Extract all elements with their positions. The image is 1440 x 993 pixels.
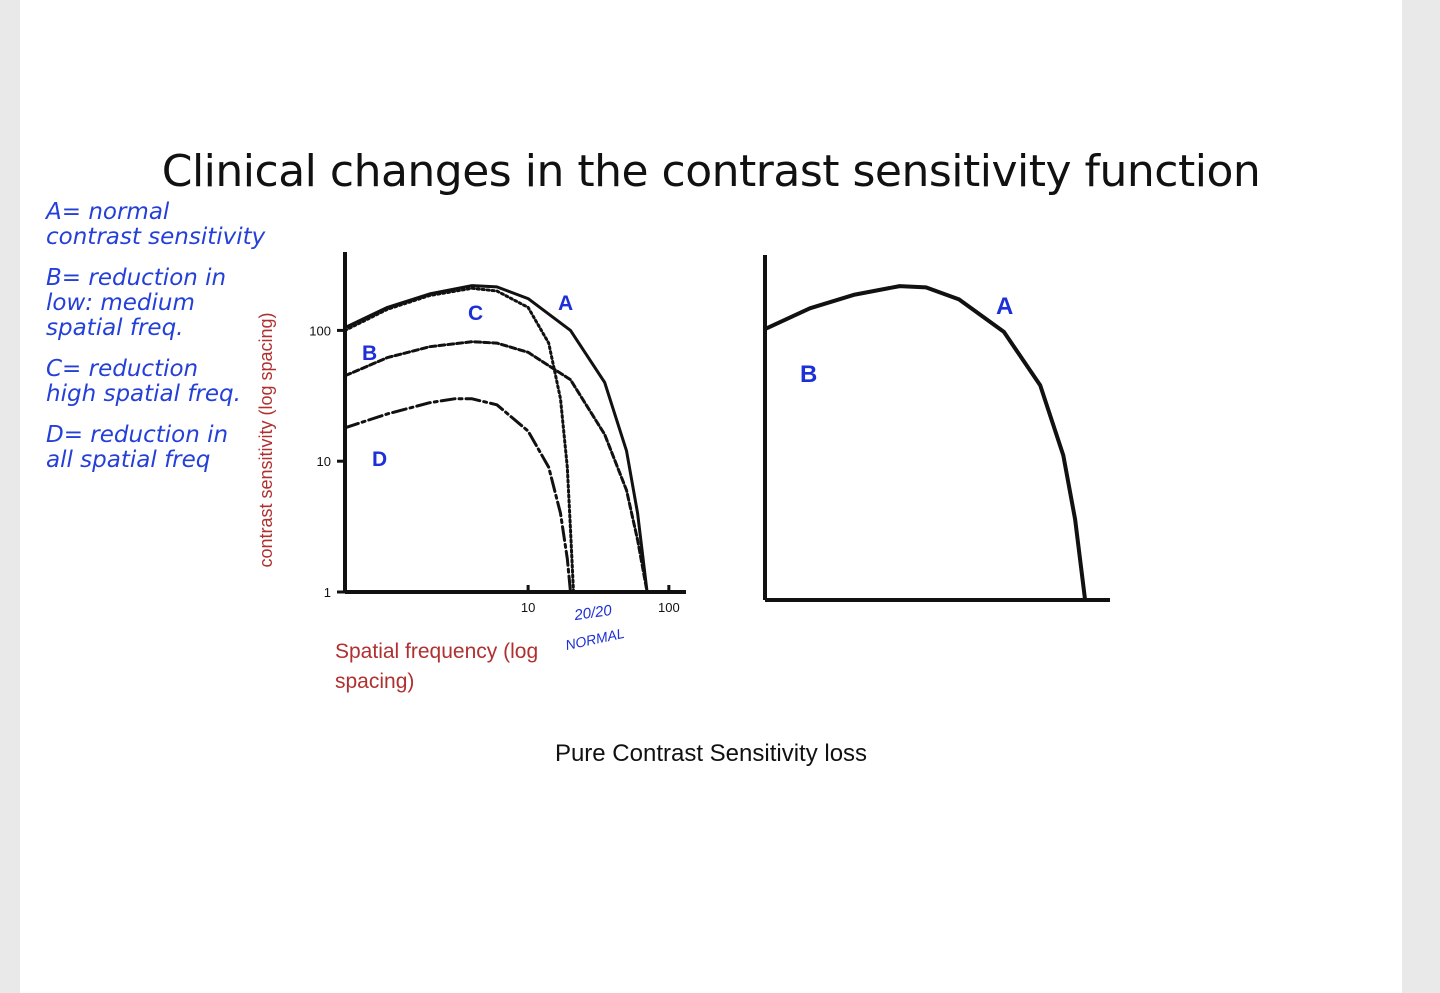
x-tick-label: 10 xyxy=(521,600,535,615)
x-axis-label: Spatial frequency (log xyxy=(335,640,538,663)
series-label-a: A xyxy=(996,293,1013,320)
y-tick-label: 10 xyxy=(317,454,331,469)
annotation-line: all spatial freq xyxy=(46,447,211,473)
slide-title: Clinical changes in the contrast sensiti… xyxy=(161,146,1261,197)
handwritten-annotations: A= normal contrast sensitivity B= reduct… xyxy=(46,200,346,473)
series-label-d: D xyxy=(372,448,387,471)
y-tick-label: 100 xyxy=(309,323,331,338)
annotation-line: B= reduction in xyxy=(46,265,227,291)
series-label-b: B xyxy=(362,342,377,365)
slide: Clinical changes in the contrast sensiti… xyxy=(20,0,1402,993)
y-axis-label: contrast sensitivity (log spacing) xyxy=(256,312,276,567)
annotation-line: high spatial freq. xyxy=(46,381,241,407)
annotation-line: low: medium xyxy=(46,290,195,316)
y-tick-label: 1 xyxy=(324,585,331,600)
series-label-c: C xyxy=(468,302,483,325)
snellen-annotation: 20/20 xyxy=(572,602,613,624)
series-label-b: B xyxy=(800,361,817,388)
series-line-a xyxy=(343,284,649,594)
annotation-line: A= normal xyxy=(46,199,170,225)
series-label-a: A xyxy=(558,292,573,315)
normal-annotation: NORMAL xyxy=(564,625,626,653)
annotation-line: contrast sensitivity xyxy=(46,224,266,250)
series-line-c xyxy=(343,286,575,594)
figure-caption: Pure Contrast Sensitivity loss xyxy=(554,740,868,767)
series-line-b xyxy=(343,340,649,594)
csf-chart-left: 1 10 100 10 100 A B C D contrast sensitivity (lo… xyxy=(256,252,686,693)
series-line-d xyxy=(343,397,572,594)
x-axis-label-continued: spacing) xyxy=(335,670,414,693)
annotation-line: D= reduction in xyxy=(46,422,229,448)
x-tick-label: 100 xyxy=(658,600,680,615)
series-line-a xyxy=(763,284,1088,602)
annotation-line: C= reduction xyxy=(46,356,199,382)
annotation-line: spatial freq. xyxy=(46,315,184,341)
csf-chart-right: AB xyxy=(763,255,1110,602)
